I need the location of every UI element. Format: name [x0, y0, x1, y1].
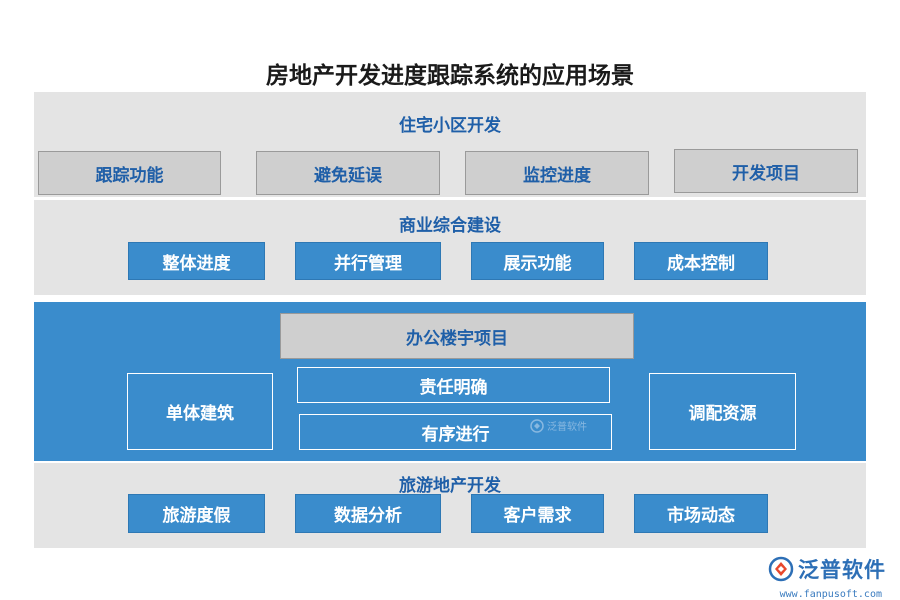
commercial-item: 整体进度: [128, 242, 265, 280]
logo-text: 泛普软件: [798, 558, 886, 582]
tourism-item: 数据分析: [295, 494, 441, 533]
section-commercial-title: 商业综合建设: [399, 216, 501, 236]
brand-logo: 泛普软件: [768, 554, 886, 584]
fanpu-logo-icon: [768, 556, 794, 582]
residential-item: 跟踪功能: [38, 151, 221, 195]
section-residential-title: 住宅小区开发: [399, 116, 501, 136]
residential-item: 避免延误: [256, 151, 440, 195]
commercial-item: 并行管理: [295, 242, 441, 280]
office-right-item: 调配资源: [649, 373, 796, 450]
logo-url: www.fanpusoft.com: [779, 589, 882, 600]
fanpu-watermark-icon: [530, 418, 544, 433]
diagram-title: 房地产开发进度跟踪系统的应用场景: [266, 63, 634, 89]
office-left-item: 单体建筑: [127, 373, 273, 450]
residential-item: 开发项目: [674, 149, 858, 193]
section-tourism-title: 旅游地产开发: [399, 476, 501, 496]
tourism-item: 客户需求: [471, 494, 604, 533]
tourism-item: 市场动态: [634, 494, 768, 533]
small-watermark: 泛普软件: [530, 418, 587, 433]
office-center-item: 责任明确: [297, 367, 610, 403]
small-watermark-text: 泛普软件: [547, 422, 587, 433]
office-center-item: 有序进行: [299, 414, 612, 450]
tourism-item: 旅游度假: [128, 494, 265, 533]
commercial-item: 展示功能: [471, 242, 604, 280]
commercial-item: 成本控制: [634, 242, 768, 280]
section-office-title: 办公楼宇项目: [280, 313, 634, 359]
residential-item: 监控进度: [465, 151, 649, 195]
